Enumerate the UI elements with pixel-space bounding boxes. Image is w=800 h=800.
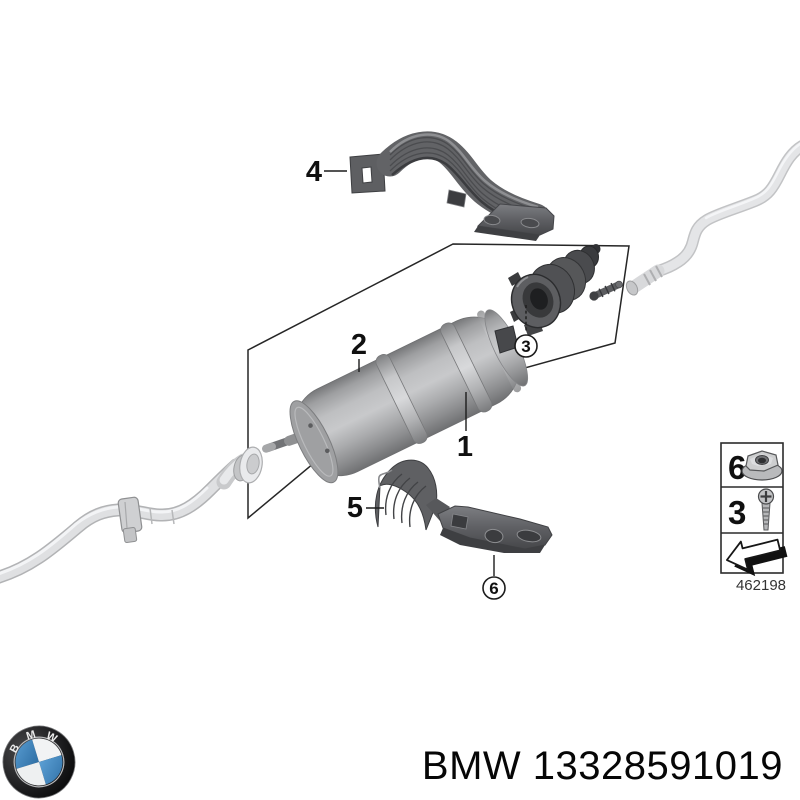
callout-6-circle bbox=[482, 576, 506, 600]
callout-2-label: 2 bbox=[351, 329, 367, 361]
legend-nut-label: 6 bbox=[728, 449, 746, 486]
bracket-bottom bbox=[374, 459, 553, 553]
logo-letter-m: M bbox=[25, 729, 37, 743]
callout-1: 1 bbox=[457, 392, 473, 463]
roundel-quadrant-blue-br bbox=[39, 755, 63, 785]
fuel-filter bbox=[289, 309, 529, 484]
filter-inlet-stud bbox=[262, 433, 301, 453]
elbow-fitting bbox=[216, 446, 263, 490]
callout-4-label: 4 bbox=[306, 156, 322, 188]
legend-diagram-number: 462198 bbox=[736, 577, 786, 594]
line-fitting-right bbox=[625, 264, 665, 296]
part-number-caption: BMW 13328591019 bbox=[421, 744, 783, 788]
fuel-line-left bbox=[0, 446, 263, 584]
screw-icon bbox=[757, 488, 775, 531]
nut-icon bbox=[741, 450, 783, 481]
roundel-quadrant-blue-tl bbox=[15, 739, 39, 769]
callout-5-label: 5 bbox=[347, 492, 363, 524]
fuel-line-right bbox=[625, 140, 800, 296]
callout-2: 2 bbox=[351, 329, 367, 372]
callout-3: 3 bbox=[514, 305, 538, 358]
direction-arrow-icon bbox=[726, 538, 788, 577]
hose-clamp bbox=[117, 496, 143, 544]
regulator-stud bbox=[589, 280, 623, 301]
callout-5: 5 bbox=[347, 492, 384, 524]
callout-1-label: 1 bbox=[457, 431, 473, 463]
pressure-regulator bbox=[508, 244, 623, 336]
callout-6-label: 6 bbox=[489, 579, 498, 598]
callout-6: 6 bbox=[482, 555, 506, 600]
callout-3-circle bbox=[514, 334, 538, 358]
roundel-quadrant-white-bl bbox=[16, 762, 46, 786]
callout-4: 4 bbox=[306, 156, 347, 188]
legend-box: 6 3 bbox=[720, 442, 788, 577]
bracket-top bbox=[349, 131, 555, 241]
roundel-quadrant-white-tr bbox=[32, 738, 62, 762]
frame-outline bbox=[247, 243, 630, 520]
callout-3-label: 3 bbox=[521, 337, 530, 356]
bmw-logo: B M W bbox=[2, 725, 76, 799]
legend-screw-label: 3 bbox=[728, 494, 746, 531]
